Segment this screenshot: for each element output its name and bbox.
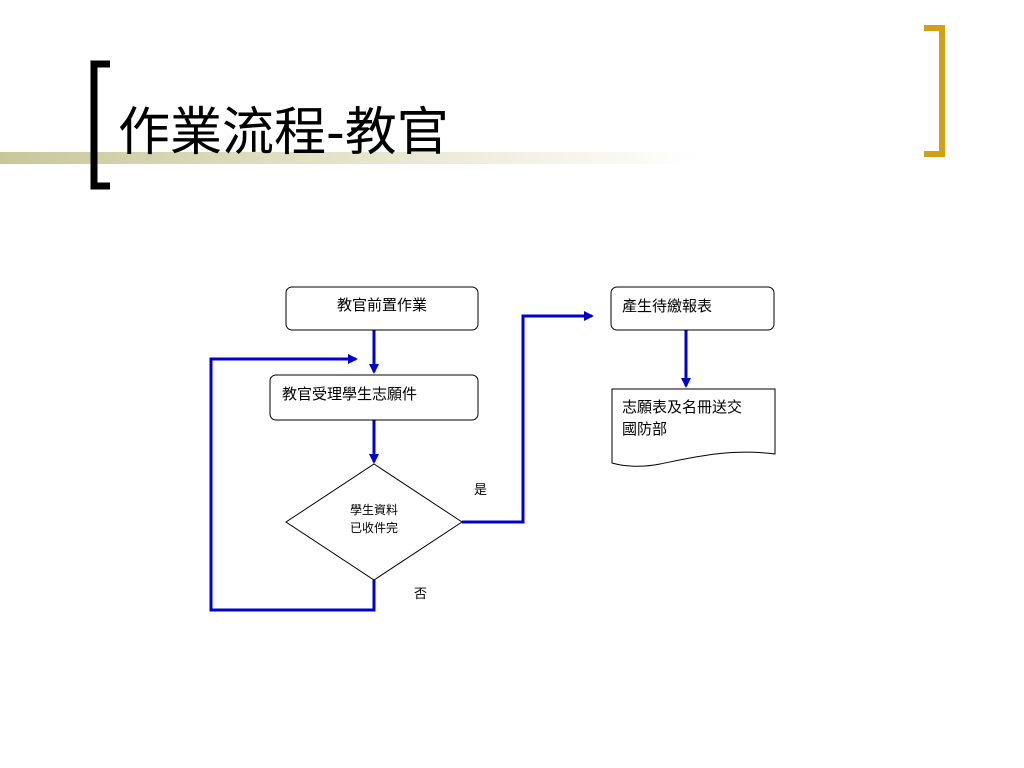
node-receive (269, 374, 479, 421)
node-start (285, 286, 479, 331)
node-decision (285, 463, 463, 581)
decision-line2: 已收件完 (350, 520, 398, 535)
yes-label: 是 (474, 483, 487, 498)
node-generate (610, 286, 775, 331)
node-start-label: 教官前置作業 (337, 296, 427, 314)
decision-line1: 學生資料 (350, 503, 398, 517)
node-receive-label: 教官受理學生志願件 (282, 385, 417, 403)
slide-title: 作業流程-教官 (118, 103, 449, 163)
title-underline-gradient (0, 152, 700, 164)
doc-line1: 志願表及名冊送交 (622, 398, 742, 416)
node-generate-label: 產生待繳報表 (622, 297, 712, 315)
arrow-yes-to-generate (462, 311, 594, 524)
right-gold-bracket (924, 25, 945, 157)
node-document (611, 388, 776, 467)
no-label: 否 (414, 587, 427, 602)
arrow-loop-no (209, 354, 376, 612)
doc-line2: 國防部 (622, 420, 667, 438)
left-black-bracket (90, 60, 110, 190)
